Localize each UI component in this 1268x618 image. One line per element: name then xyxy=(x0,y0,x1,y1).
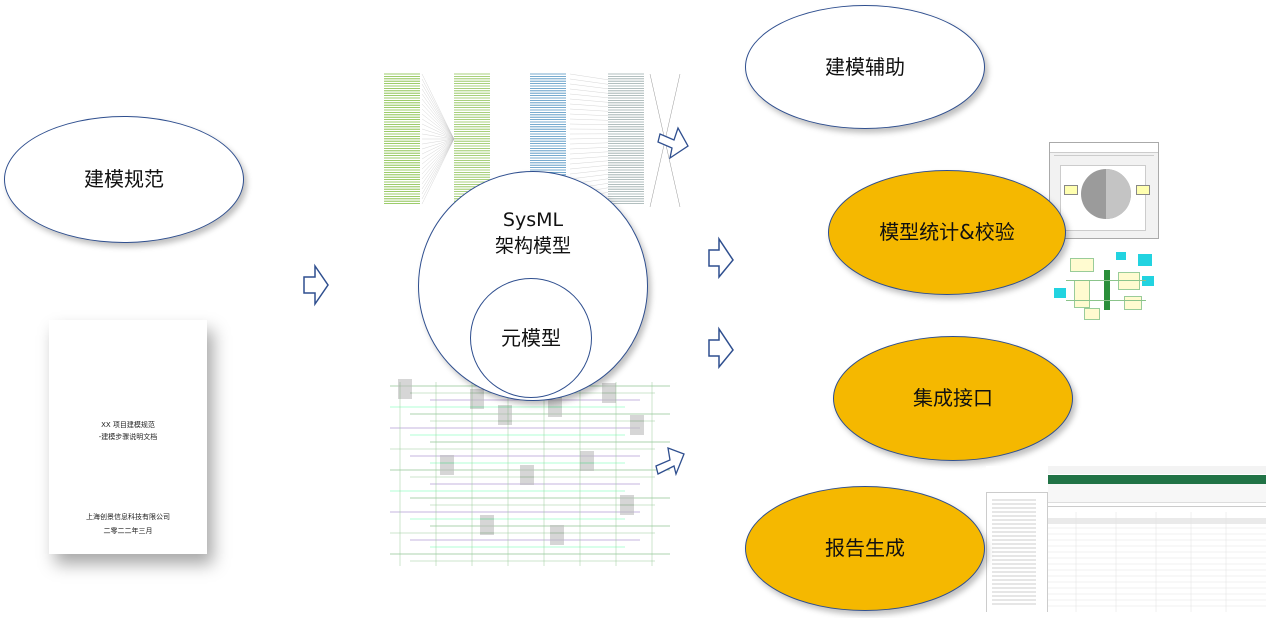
arrow-icon-lower-right xyxy=(708,326,734,370)
validation-diagram-thumbnail xyxy=(1054,250,1162,322)
report-generation-ellipse: 报告生成 xyxy=(745,486,985,611)
doc-company: 上海创景信息科技有限公司 xyxy=(86,513,170,521)
architecture-model-label: 架构模型 xyxy=(494,234,571,257)
arrow-icon-left xyxy=(303,263,329,307)
report-spreadsheet-thumbnail xyxy=(986,466,1266,612)
model-stats-validation-ellipse: 模型统计&校验 xyxy=(828,170,1066,295)
metamodel-label: 元模型 xyxy=(501,325,561,350)
statistics-dialog-thumbnail xyxy=(1049,142,1159,239)
arrow-icon-top-diagram xyxy=(657,126,689,160)
doc-date: 二零二二年三月 xyxy=(103,527,153,535)
doc-title-line2: -建模步骤说明文档 xyxy=(98,433,158,441)
modeling-spec-label: 建模规范 xyxy=(84,167,164,191)
sysml-label: SysML xyxy=(502,209,564,231)
block-diagram-thumbnail xyxy=(380,376,685,572)
modeling-spec-ellipse: 建模规范 xyxy=(4,116,244,243)
metamodel-circle: 元模型 xyxy=(470,278,592,398)
model-stats-validation-label: 模型统计&校验 xyxy=(879,220,1015,244)
arrow-icon-bottom-diagram xyxy=(655,446,685,477)
doc-title-line1: XX 项目建模规范 xyxy=(101,421,155,429)
modeling-assist-ellipse: 建模辅助 xyxy=(745,5,985,129)
integration-interface-label: 集成接口 xyxy=(913,386,993,410)
spec-document-thumbnail: XX 项目建模规范 -建模步骤说明文档 上海创景信息科技有限公司 二零二二年三月 xyxy=(49,320,207,554)
modeling-assist-label: 建模辅助 xyxy=(825,54,905,79)
integration-interface-ellipse: 集成接口 xyxy=(833,336,1073,461)
arrow-icon-upper-right xyxy=(708,236,734,280)
report-generation-label: 报告生成 xyxy=(825,536,905,560)
pie-chart-icon xyxy=(1081,169,1131,219)
